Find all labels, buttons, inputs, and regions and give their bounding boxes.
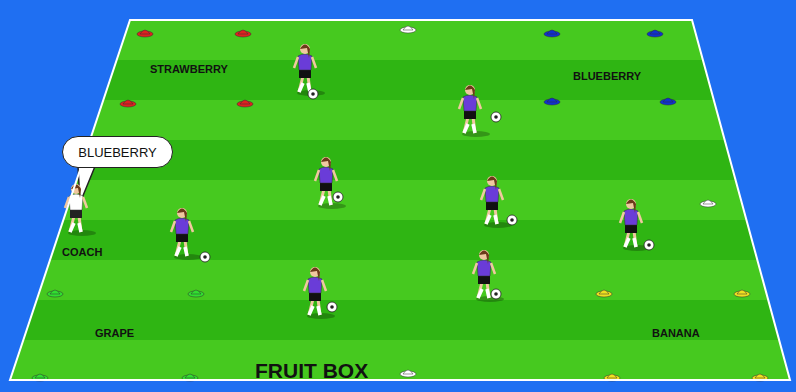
marker-cone [237,100,253,107]
player-figure [620,199,654,251]
marker-cone [647,30,663,37]
role-label: COACH [62,246,102,258]
marker-cone [400,370,416,377]
pitch-stripe [0,60,796,100]
pitch-stripe [0,300,796,340]
player-figure [294,44,325,99]
player-figure [481,176,517,228]
marker-cone [235,30,251,37]
marker-cone [596,290,612,297]
player-figure [171,208,210,262]
marker-cone [700,200,716,207]
zone-label: BLUEBERRY [573,70,641,82]
marker-cone [120,100,136,107]
marker-cone [544,98,560,105]
marker-cone [47,290,63,297]
pitch-stripe [0,340,796,380]
player-figure [459,85,501,137]
pitch-stripe [0,220,796,260]
player-figure [304,267,337,319]
callout-text: BLUEBERRY [78,145,157,160]
pitch-outline [10,20,790,380]
pitch-stripe [0,180,796,220]
pitch-stripe [0,260,796,300]
zone-label: GRAPE [95,327,134,339]
zone-label: BANANA [652,327,700,339]
zone-label: STRAWBERRY [150,63,228,75]
marker-cone [734,290,750,297]
pitch-stripe [0,100,796,140]
marker-cone [660,98,676,105]
marker-cone [137,30,153,37]
player-figure [315,157,346,209]
marker-cone [544,30,560,37]
speech-bubble: BLUEBERRY [62,136,173,168]
marker-cone [400,26,416,33]
diagram-title: FRUIT BOX [255,359,368,382]
marker-cone [188,290,204,297]
player-figure [473,250,504,302]
coach-figure [65,184,96,236]
